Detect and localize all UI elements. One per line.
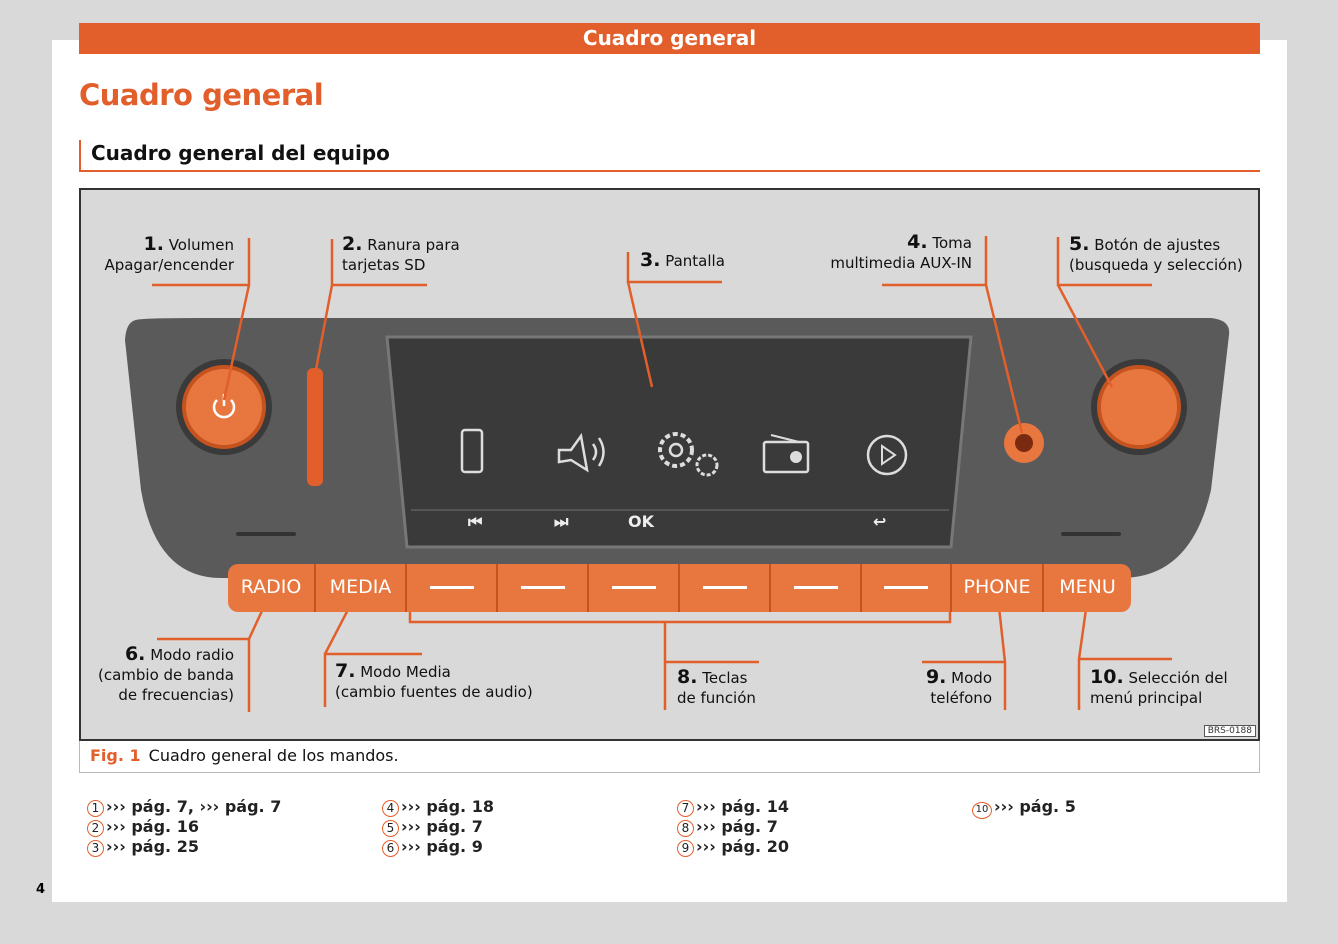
section-title: Cuadro general del equipo	[79, 140, 1260, 172]
reference-column-2: 4››› pág. 18 5››› pág. 7 6››› pág. 9	[382, 797, 494, 857]
reference-item[interactable]: 1››› pág. 7, ››› pág. 7	[87, 797, 281, 817]
play-icon	[866, 434, 908, 476]
reference-column-4: 10››› pág. 5	[972, 797, 1076, 819]
reference-item[interactable]: 9››› pág. 20	[677, 837, 789, 857]
page-title: Cuadro general	[79, 78, 324, 112]
reference-item[interactable]: 6››› pág. 9	[382, 837, 494, 857]
reference-column-3: 7››› pág. 14 8››› pág. 7 9››› pág. 20	[677, 797, 789, 857]
label-3: 3. Pantalla	[640, 249, 725, 271]
previous-track-softkey[interactable]: ⏮	[468, 512, 483, 531]
function-key-1[interactable]	[407, 564, 498, 612]
volume-knob	[182, 365, 266, 449]
media-button[interactable]: MEDIA	[316, 564, 407, 612]
page-number: 4	[36, 882, 46, 897]
label-7: 7. Modo Media(cambio fuentes de audio)	[335, 660, 533, 701]
screen	[385, 335, 973, 549]
ok-softkey[interactable]: OK	[628, 512, 654, 531]
function-key-4[interactable]	[680, 564, 771, 612]
function-key-5[interactable]	[771, 564, 862, 612]
header-bar: Cuadro general	[79, 23, 1260, 54]
reference-item[interactable]: 10››› pág. 5	[972, 797, 1076, 819]
back-softkey[interactable]: ↩	[873, 512, 887, 531]
device-illustration	[125, 236, 1230, 712]
radio-button[interactable]: RADIO	[228, 564, 316, 612]
reference-item[interactable]: 5››› pág. 7	[382, 817, 494, 837]
function-key-6[interactable]	[862, 564, 952, 612]
label-5: 5. Botón de ajustes(busqueda y selección…	[1069, 233, 1243, 274]
settings-icon	[658, 432, 694, 468]
radio-icon	[762, 440, 810, 474]
function-key-3[interactable]	[589, 564, 680, 612]
reference-item[interactable]: 8››› pág. 7	[677, 817, 789, 837]
phone-button[interactable]: PHONE	[952, 564, 1044, 612]
reference-item[interactable]: 3››› pág. 25	[87, 837, 281, 857]
reference-item[interactable]: 7››› pág. 14	[677, 797, 789, 817]
function-key-2[interactable]	[498, 564, 589, 612]
sound-icon	[557, 432, 605, 473]
sd-slot	[307, 368, 323, 486]
settings-knob	[1097, 365, 1181, 449]
menu-button[interactable]: MENU	[1044, 564, 1131, 612]
phone-icon	[460, 428, 484, 474]
reference-item[interactable]: 4››› pág. 18	[382, 797, 494, 817]
reference-item[interactable]: 2››› pág. 16	[87, 817, 281, 837]
figure-code: BRS-0188	[1203, 725, 1256, 737]
reference-column-1: 1››› pág. 7, ››› pág. 7 2››› pág. 16 3››…	[87, 797, 281, 857]
next-track-softkey[interactable]: ⏭	[554, 512, 569, 531]
